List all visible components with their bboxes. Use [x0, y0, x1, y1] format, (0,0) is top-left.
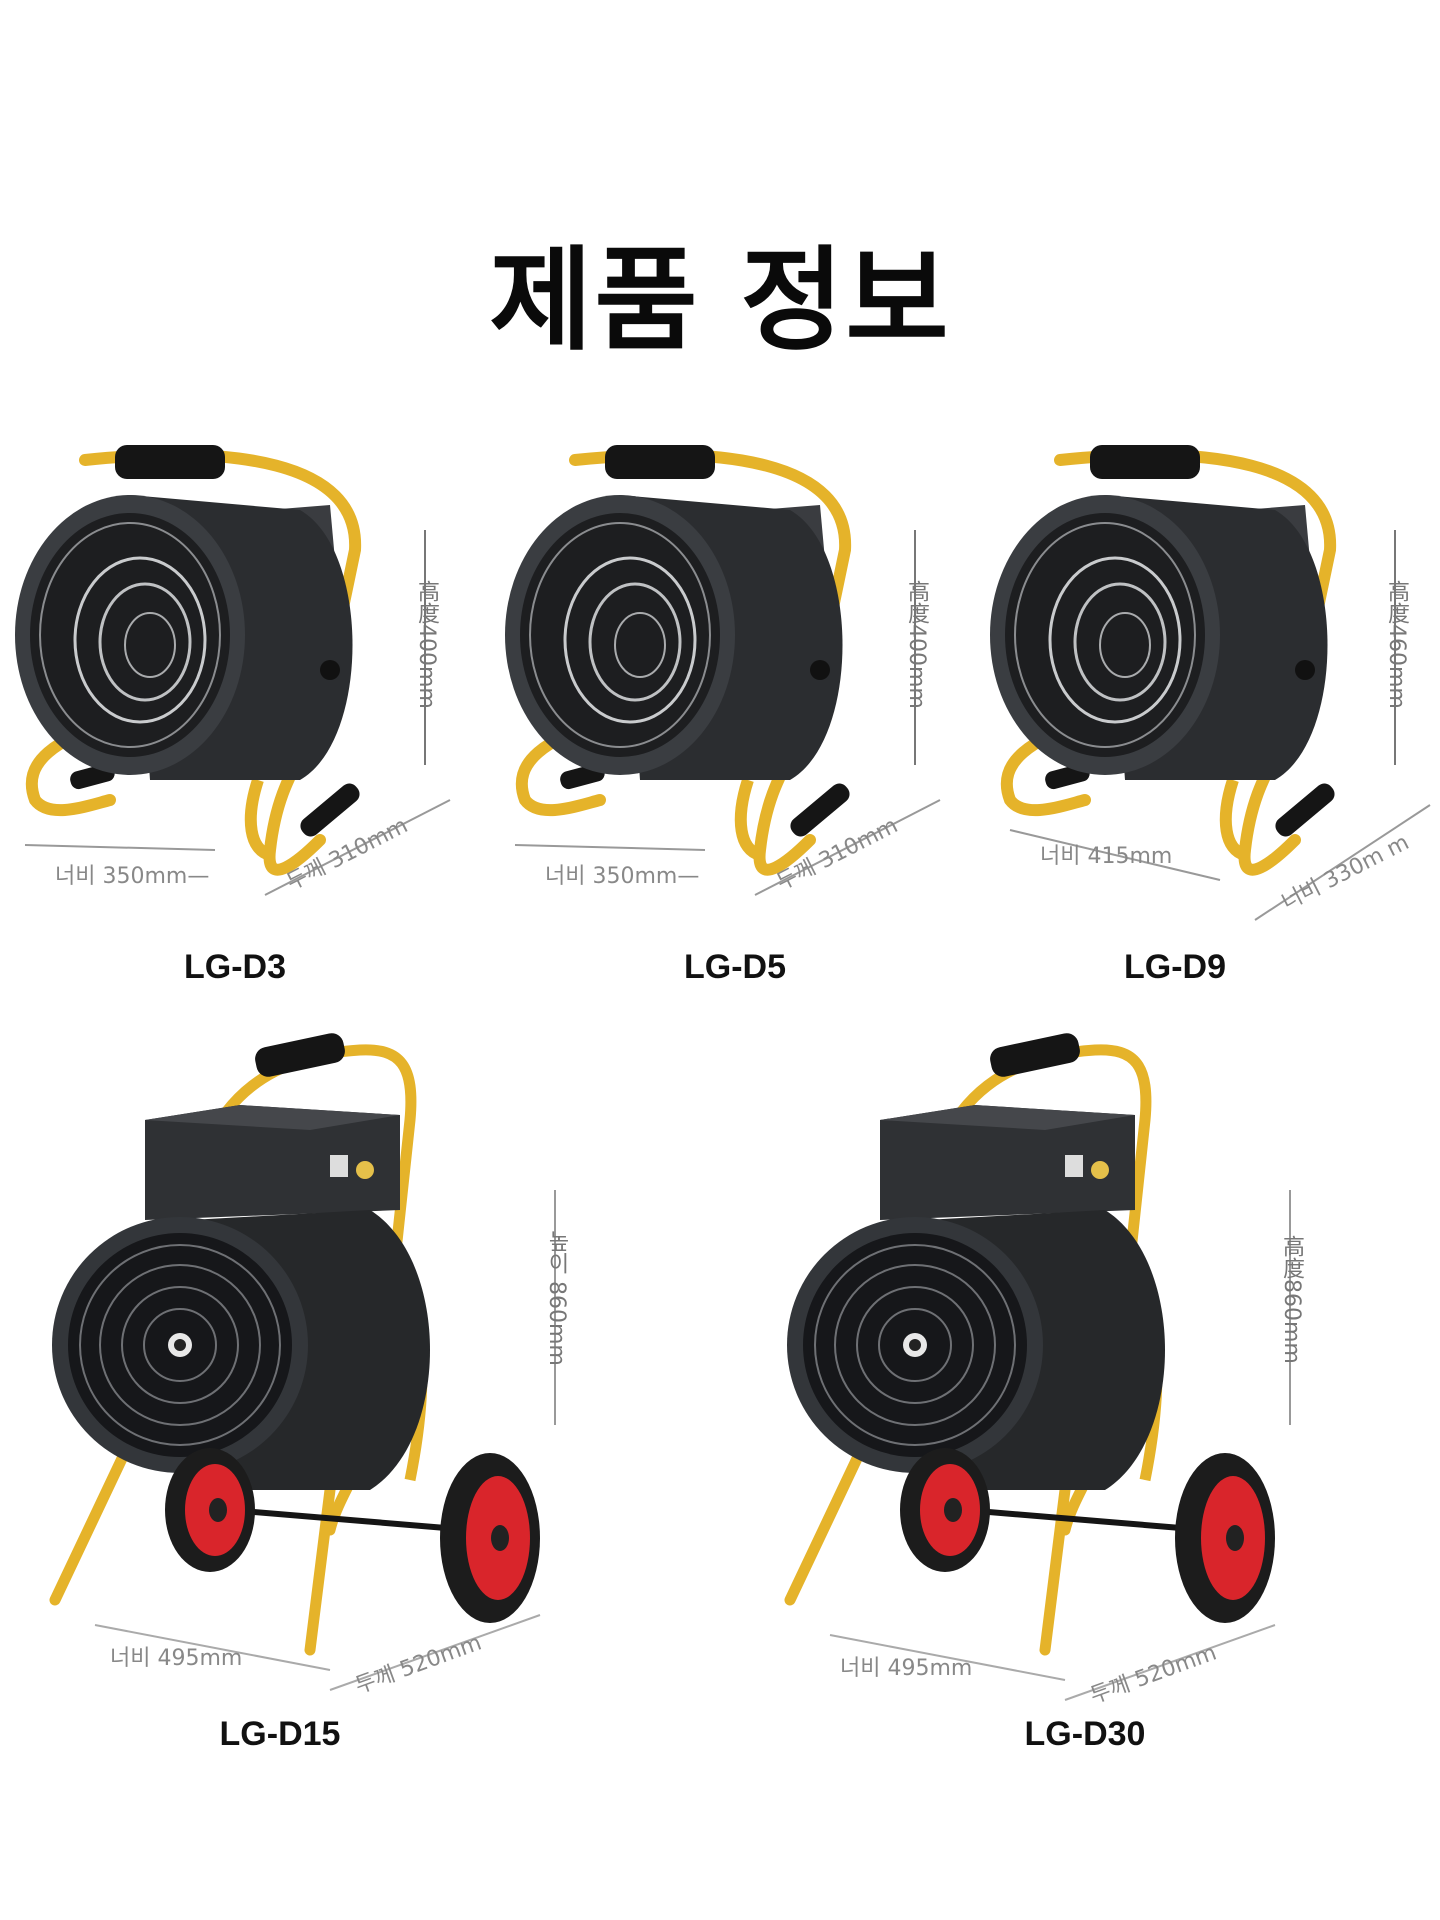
model-name: LG-D3 — [184, 948, 286, 986]
model-name: LG-D9 — [1124, 948, 1226, 986]
width-dimension: 너비 495mm — [840, 1656, 973, 1681]
height-dimension: 높이 860mm — [544, 1230, 569, 1366]
height-dimension: 高度860mm — [1279, 1235, 1304, 1364]
width-dimension: 너비 350mm— — [545, 864, 700, 889]
width-dimension: 너비 495mm — [110, 1646, 243, 1671]
width-dimension: 너비 415mm — [1040, 844, 1173, 869]
product-lg-d3: 高度400mm 너비 350mm— 두께 310mm LG-D3 — [0, 420, 470, 1000]
width-dimension: 너비 350mm— — [55, 864, 210, 889]
model-name: LG-D5 — [684, 948, 786, 986]
heater-image — [49, 1033, 556, 1691]
heater-image — [784, 1033, 1291, 1701]
model-name: LG-D15 — [219, 1715, 341, 1753]
model-name: LG-D30 — [1024, 1715, 1146, 1753]
height-dimension: 高度400mm — [904, 580, 929, 709]
product-lg-d30: 高度860mm 너비 495mm 두께 520mm LG-D30 — [775, 1010, 1335, 1770]
height-dimension: 高度400mm — [414, 580, 439, 709]
heater-image — [15, 445, 451, 896]
heater-image — [990, 445, 1431, 921]
product-lg-d15: 높이 860mm 너비 495mm 두께 520mm LG-D15 — [40, 1010, 600, 1770]
heater-image — [505, 445, 941, 896]
product-lg-d9: 高度460mm 너비 415mm 너비 330m m LG-D9 — [975, 420, 1440, 1000]
product-lg-d5: 高度400mm 너비 350mm— 두께 310mm LG-D5 — [490, 420, 960, 1000]
height-dimension: 高度460mm — [1384, 580, 1409, 709]
page-title: 제품 정보 — [489, 236, 951, 366]
